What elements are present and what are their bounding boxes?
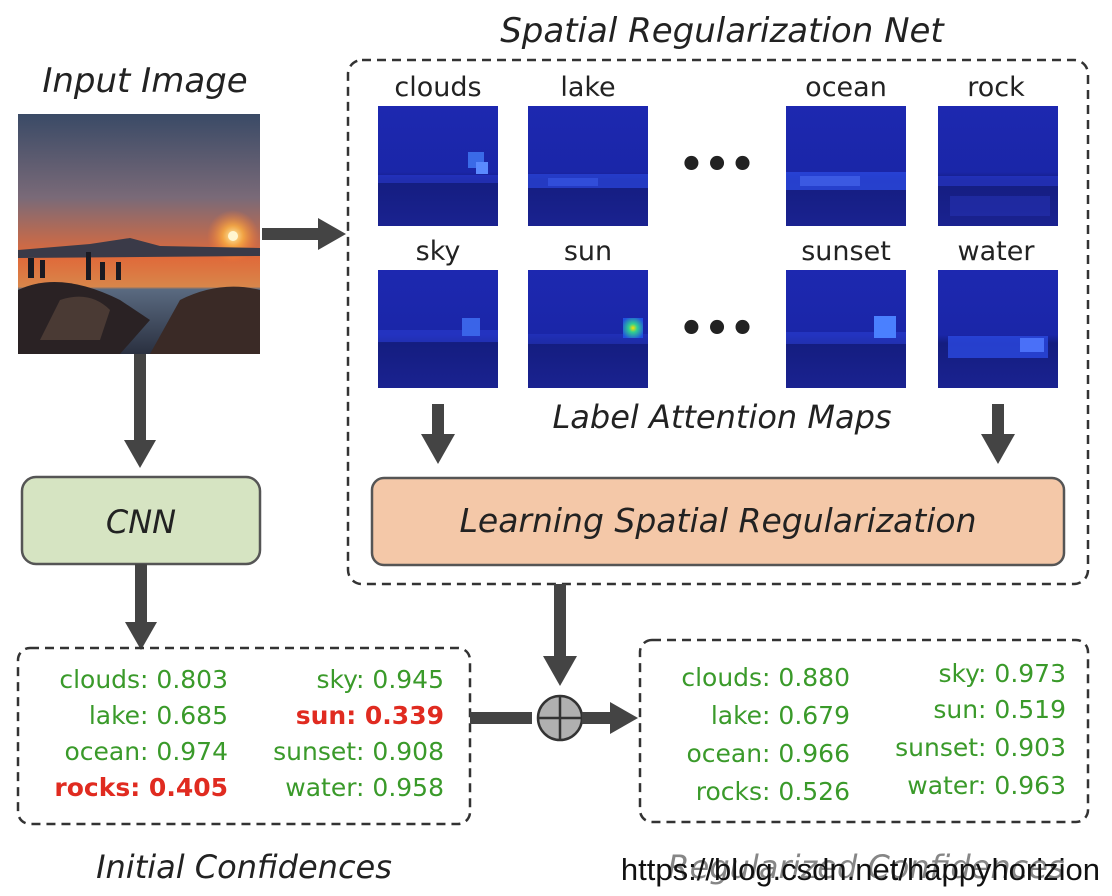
attention-map-lake (528, 106, 648, 226)
initial-conf-ocean: ocean: 0.974 (64, 737, 228, 766)
attention-map-rock (938, 106, 1058, 226)
regularized-conf-sunset: sunset: 0.903 (895, 733, 1066, 762)
map-label-water: water (958, 236, 1036, 267)
map-label-sunset: sunset (801, 236, 891, 267)
initial-conf-sun: sun: 0.339 (296, 701, 444, 730)
regularized-conf-sun: sun: 0.519 (933, 695, 1066, 724)
regularized-conf-lake: lake: 0.679 (711, 701, 850, 730)
attention-map-sun (528, 270, 648, 388)
arrow-combine-to-regularized (582, 702, 638, 734)
initial-conf-lake: lake: 0.685 (89, 701, 228, 730)
attention-map-sky (378, 270, 498, 388)
initial-conf-rocks: rocks: 0.405 (54, 773, 228, 802)
arrow-image-to-cnn (124, 354, 156, 468)
input-image-title: Input Image (42, 61, 247, 101)
combine-plus-icon (536, 694, 584, 742)
regularized-conf-ocean: ocean: 0.966 (686, 739, 850, 768)
regularized-conf-clouds: clouds: 0.880 (681, 663, 850, 692)
map-label-sun: sun (564, 236, 612, 267)
initial-conf-clouds: clouds: 0.803 (59, 665, 228, 694)
ellipsis-row2: ••• (679, 306, 756, 352)
regularized-confidences-caption: Regularized Confidences (667, 848, 1064, 886)
cnn-block: CNN (20, 475, 262, 566)
regularized-conf-rocks: rocks: 0.526 (696, 777, 850, 806)
map-label-sky: sky (416, 236, 461, 267)
srn-title: Spatial Regularization Net (500, 11, 945, 51)
srn-container (346, 58, 1090, 586)
learning-label: Learning Spatial Regularization (460, 501, 977, 540)
map-label-lake: lake (560, 72, 615, 103)
arrow-image-to-srn (262, 218, 346, 250)
regularized-confidences-box (638, 638, 1090, 824)
attention-map-clouds (378, 106, 498, 226)
arrow-srn-to-combine (543, 584, 577, 686)
initial-conf-sunset: sunset: 0.908 (273, 737, 444, 766)
initial-conf-sky: sky: 0.945 (316, 665, 444, 694)
input-image (18, 114, 260, 354)
map-label-rock: rock (967, 72, 1025, 103)
attention-maps-caption: Label Attention Maps (552, 398, 891, 436)
attention-map-sunset (786, 270, 906, 388)
map-label-clouds: clouds (394, 72, 481, 103)
learning-spatial-regularization-block: Learning Spatial Regularization (370, 476, 1066, 567)
attention-map-water (938, 270, 1058, 388)
map-label-ocean: ocean (805, 72, 887, 103)
initial-conf-water: water: 0.958 (285, 773, 444, 802)
watermark-url: https://blog.csdn.net/happyhorizion (621, 852, 1100, 887)
arrow-initial-to-combine (470, 712, 532, 724)
initial-confidences-caption: Initial Confidences (96, 848, 392, 886)
arrow-cnn-to-initial (125, 564, 157, 650)
regularized-conf-water: water: 0.963 (907, 771, 1066, 800)
ellipsis-row1: ••• (679, 142, 756, 188)
arrow-maps-left (421, 404, 455, 464)
attention-map-ocean (786, 106, 906, 226)
regularized-conf-sky: sky: 0.973 (938, 659, 1066, 688)
arrow-maps-right (981, 404, 1015, 464)
cnn-label: CNN (106, 503, 176, 541)
initial-confidences-box (16, 646, 472, 826)
